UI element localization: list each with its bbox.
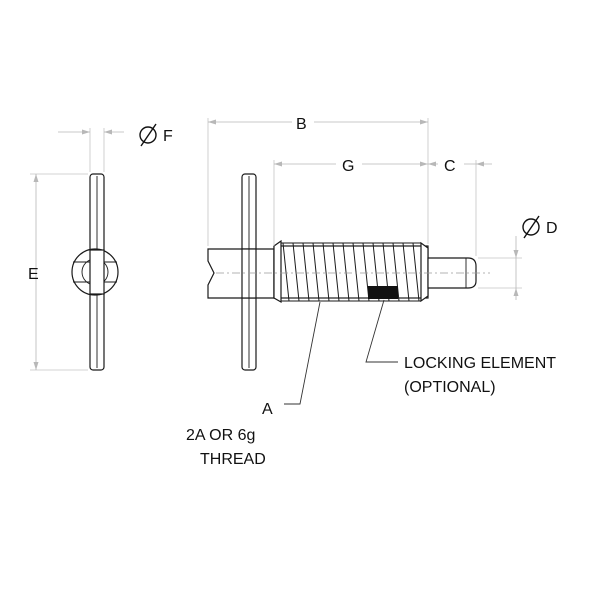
plunger-shaft-left xyxy=(207,248,275,299)
locking-element-label-line2: (OPTIONAL) xyxy=(404,379,496,396)
c-label-gap xyxy=(438,154,464,174)
dimension-label-c: C xyxy=(444,158,456,175)
threaded-body-chamfer-right xyxy=(420,241,429,303)
locking-element-label-line1: LOCKING ELEMENT xyxy=(404,355,556,372)
e-arrow-bottom xyxy=(33,362,39,370)
threaded-body xyxy=(273,245,429,299)
e-arrow-top xyxy=(33,174,39,182)
f-arrow-right xyxy=(104,129,112,135)
dimension-label-f: F xyxy=(163,128,173,145)
thread-spec-line1: 2A OR 6g xyxy=(186,427,255,444)
g-arrow-left xyxy=(274,161,282,167)
g-arrow-right xyxy=(420,161,428,167)
front-view: B G C D A 2A OR 6g THREAD LOCKING xyxy=(186,112,558,468)
side-view: F E xyxy=(28,123,173,371)
thread-crests xyxy=(282,242,420,302)
thread-leader xyxy=(284,301,321,405)
locking-element-leader xyxy=(365,299,398,363)
locking-element xyxy=(368,286,398,299)
dimension-label-d: D xyxy=(546,220,558,237)
d-arrow-bottom xyxy=(513,288,519,296)
side-view-handle-front xyxy=(89,249,105,295)
b-arrow-left xyxy=(208,119,216,125)
b-label-gap xyxy=(292,112,314,132)
thread-spec-line2: THREAD xyxy=(200,451,266,468)
d-diameter-symbol xyxy=(522,215,540,239)
dimension-label-b: B xyxy=(296,116,307,133)
dimension-label-g: G xyxy=(342,158,354,175)
c-arrow-right xyxy=(476,161,484,167)
g-label-gap xyxy=(336,154,362,174)
f-arrow-left xyxy=(82,129,90,135)
threaded-body-chamfer-left xyxy=(273,239,282,304)
c-arrow-left xyxy=(428,161,436,167)
dimension-label-a: A xyxy=(262,401,273,418)
d-arrow-top xyxy=(513,250,519,258)
f-diameter-symbol xyxy=(139,123,157,147)
dimension-label-e: E xyxy=(28,266,39,283)
b-arrow-right xyxy=(420,119,428,125)
